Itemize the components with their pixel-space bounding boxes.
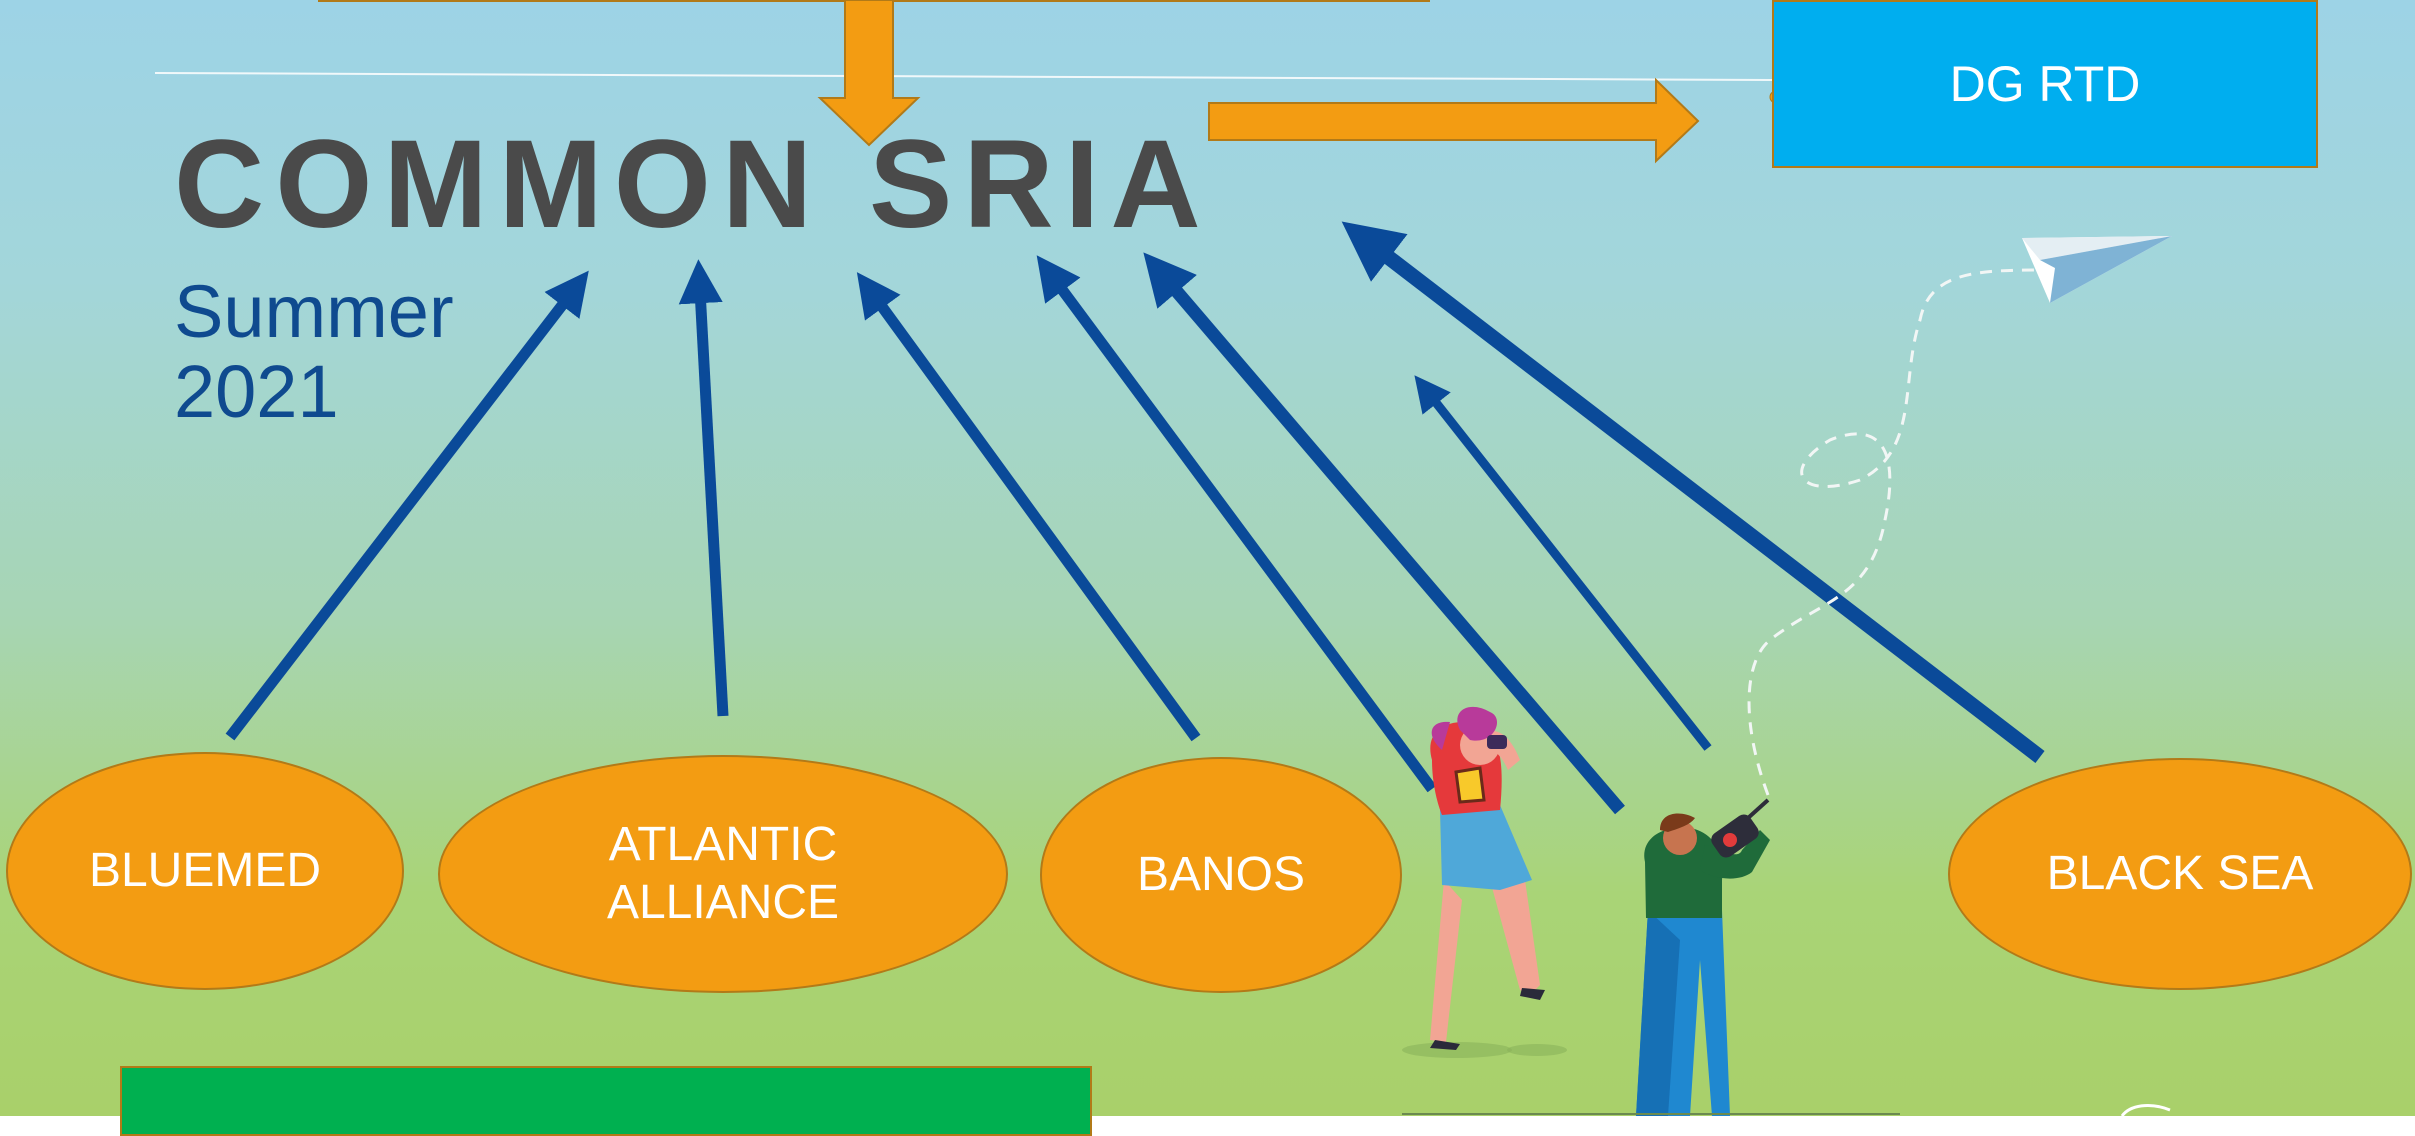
green-box bbox=[120, 1066, 1092, 1136]
corner-mark bbox=[2120, 1103, 2171, 1116]
divider-line bbox=[154, 72, 1773, 81]
subtitle-line-2: 2021 bbox=[174, 350, 339, 433]
node-label-line-2: ALLIANCE bbox=[606, 876, 840, 929]
arrow-bluemed bbox=[225, 270, 589, 741]
page-title: COMMON SRIA bbox=[174, 115, 1212, 254]
node-label: BLUEMED bbox=[88, 844, 322, 897]
subtitle: Summer 2021 bbox=[174, 272, 454, 432]
woman-with-binoculars-illustration bbox=[1402, 706, 1567, 1058]
node-banos: BANOS bbox=[1040, 757, 1402, 993]
node-label-line-1: ATLANTIC bbox=[608, 818, 838, 871]
arrow-small bbox=[1414, 375, 1712, 751]
arrow-blacksea bbox=[1341, 221, 2045, 763]
node-atlantic-alliance: ATLANTIC ALLIANCE bbox=[438, 755, 1008, 993]
node-label: BANOS bbox=[1136, 848, 1306, 901]
node-bluemed: BLUEMED bbox=[6, 752, 404, 990]
arrow-atlantic bbox=[678, 259, 729, 717]
man-with-remote-control-illustration bbox=[1636, 798, 1770, 1116]
paper-plane-icon bbox=[2022, 236, 2172, 303]
orange-right-arrow bbox=[1208, 77, 1700, 164]
subtitle-line-1: Summer bbox=[174, 270, 454, 353]
node-black-sea: BLACK SEA bbox=[1948, 758, 2412, 990]
arrow-banos-1 bbox=[856, 272, 1201, 742]
flight-path bbox=[1747, 268, 2051, 796]
arrow-banos-2 bbox=[1036, 255, 1437, 793]
orange-down-arrow bbox=[817, 0, 921, 147]
dg-rtd-box: DG RTD bbox=[1772, 0, 2318, 168]
dg-rtd-label: DG RTD bbox=[1949, 56, 2141, 112]
arrow-center bbox=[1143, 252, 1625, 815]
node-label: BLACK SEA bbox=[2046, 847, 2314, 900]
